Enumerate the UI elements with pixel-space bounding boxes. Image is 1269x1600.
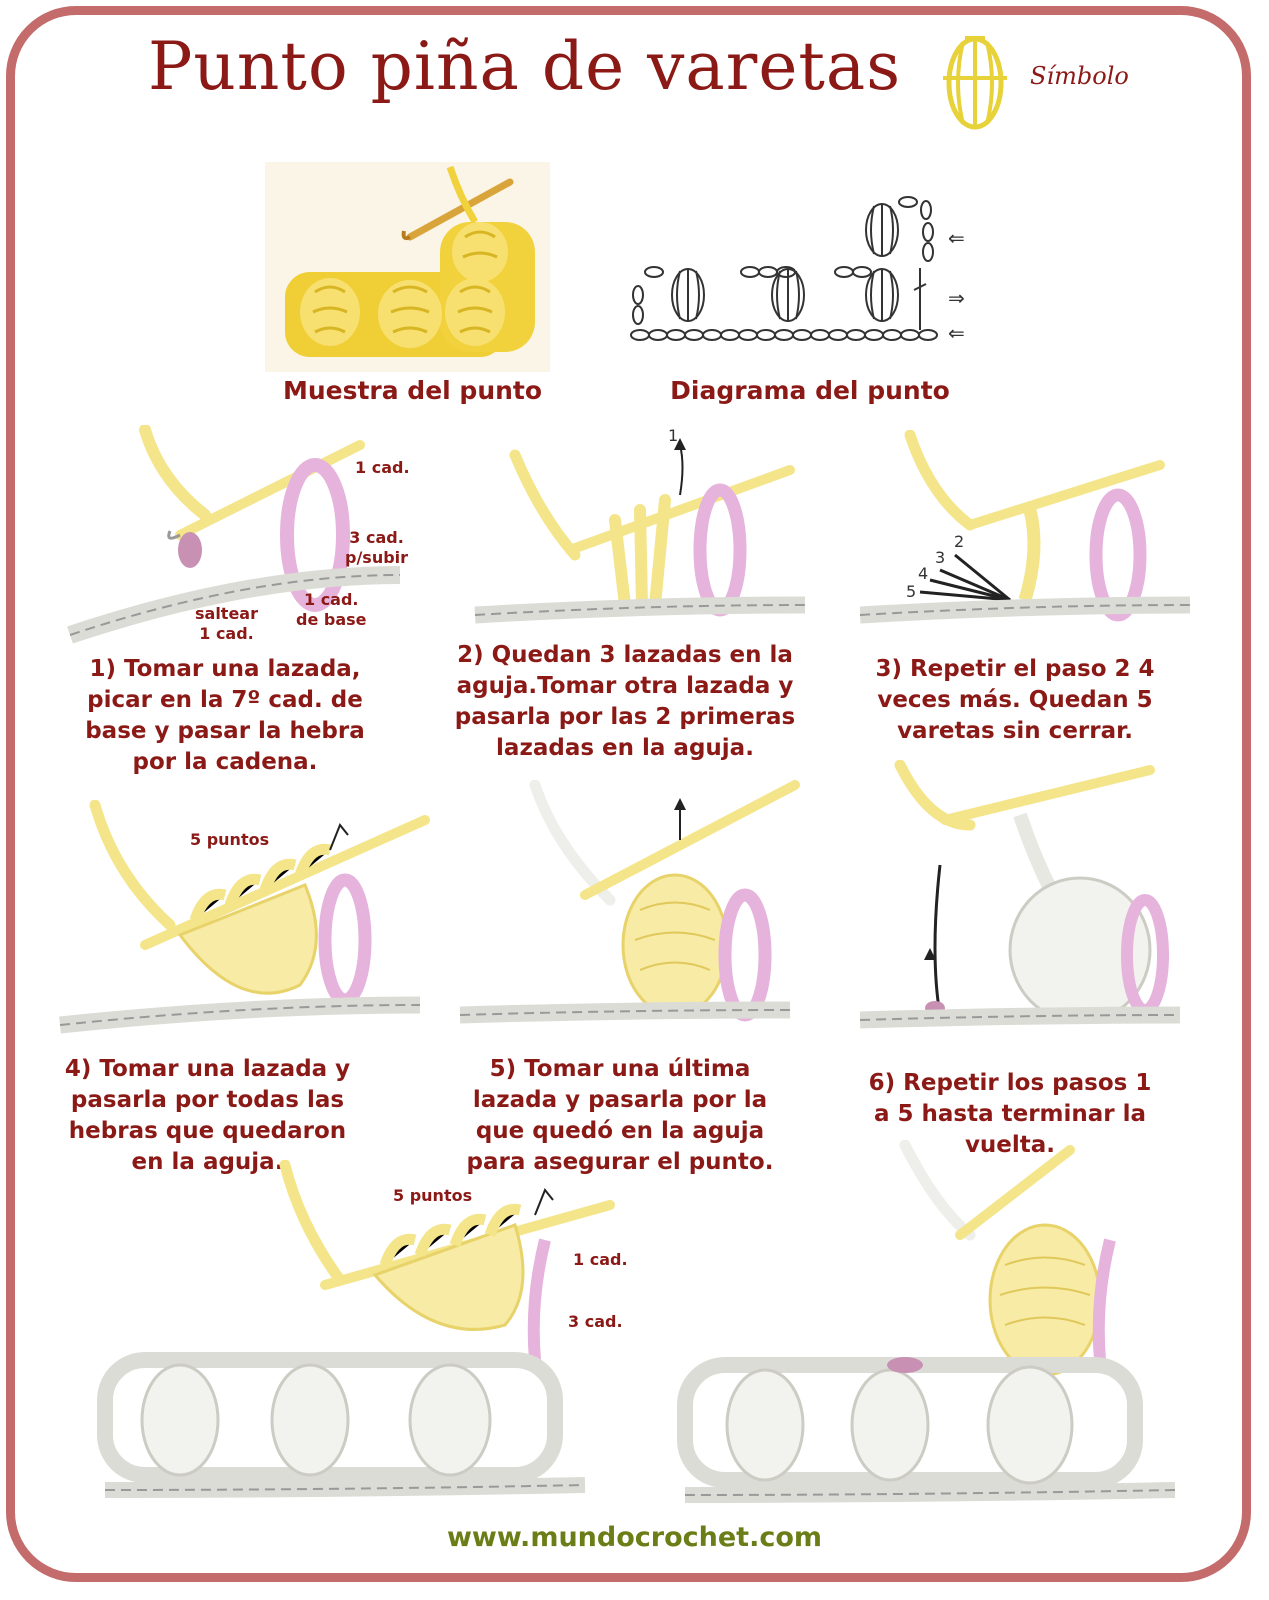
pineapple-symbol-icon [943,36,1007,130]
step-4-text: 4) Tomar una lazada y pasarla por todas … [64,1056,351,1175]
step-4-points-label: 5 puntos [190,830,270,849]
step-3-number-5: 5 [906,582,917,601]
bottom-chain1-label: 1 cad. [573,1250,628,1269]
step-1-text: 1) Tomar una lazada, picar en la 7º cad.… [85,656,365,775]
step-3-number-2: 2 [954,532,965,551]
symbol-label: Símbolo [1030,62,1129,90]
step-3-number-4: 4 [918,564,929,583]
bottom-points-label: 5 puntos [393,1186,473,1205]
diagram-caption: Diagrama del punto [670,376,950,405]
page-frame [6,6,1251,1582]
bottom-right-illustration [677,1140,1176,1503]
step-3-number-3: 3 [935,548,946,567]
step-1-chain-label: 1 cad. [355,458,410,477]
step-3-illustration [860,430,1191,624]
step-4-illustration [59,800,430,1034]
step-1-base-label: 1 cad. de base [296,590,367,629]
bottom-left-illustration [97,1160,615,1498]
footer-website: www.mundocrochet.com [446,1522,823,1553]
page-title: Punto piña de varetas [148,28,902,105]
stitch-diagram: ⇐ ⇒ ⇐ [630,196,965,345]
step-1-turn-label: 3 cad. p/subir [345,528,409,567]
step-6-text: 6) Repetir los pasos 1 a 5 hasta termina… [868,1070,1152,1158]
step-2-text: 2) Quedan 3 lazadas en la aguja.Tomar ot… [454,642,796,761]
step-1-skip-label: saltear 1 cad. [195,604,258,643]
step-2-illustration [474,438,806,624]
step-5-text: 5) Tomar una última lazada y pasarla por… [466,1056,774,1175]
sample-caption: Muestra del punto [282,376,543,405]
step-5-illustration [459,780,800,1024]
svg-text:⇐: ⇐ [948,226,965,250]
step-3-text: 3) Repetir el paso 2 4 veces más. Quedan… [875,656,1155,744]
bottom-chain3-label: 3 cad. [568,1312,623,1331]
svg-text:⇒: ⇒ [948,286,965,310]
svg-text:⇐: ⇐ [948,321,965,345]
step-2-number-label: 1 [668,426,679,445]
step-6-illustration [860,760,1181,1029]
step-1-illustration [67,425,401,644]
sample-photo [265,162,550,372]
